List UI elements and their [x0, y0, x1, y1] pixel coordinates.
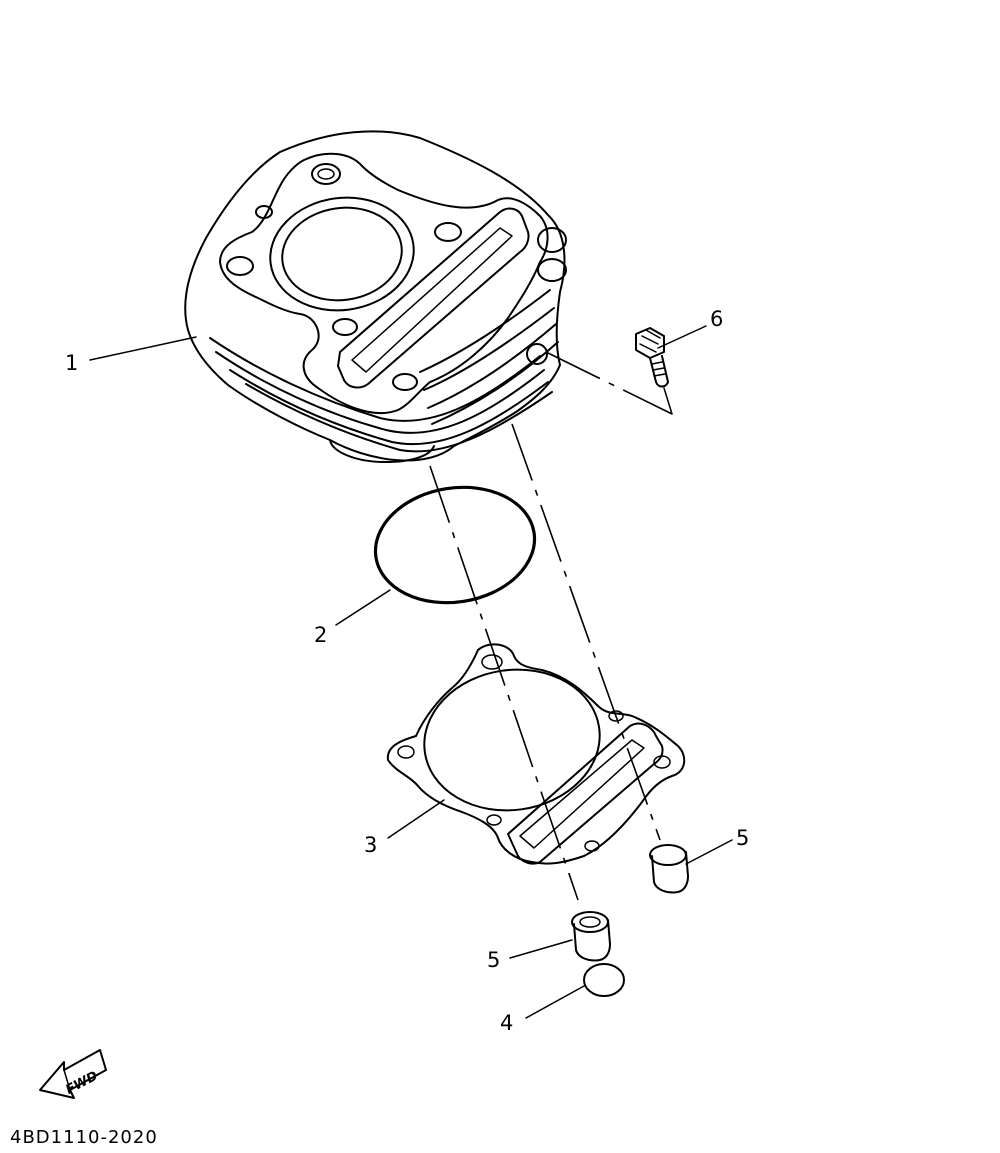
dowel-pin-part-a: [571, 911, 611, 962]
fwd-arrow-icon: FWD: [39, 1049, 107, 1099]
o-ring-part: [373, 485, 537, 605]
bolt-part: [635, 327, 669, 388]
callout-5b-label: 5: [736, 826, 749, 850]
callout-1-label: 1: [65, 351, 78, 375]
callout-4-label: 4: [500, 1011, 513, 1035]
plug-part: [583, 963, 625, 997]
callout-3-label: 3: [364, 833, 377, 857]
leader-lines: [89, 325, 733, 1019]
base-gasket-part: [386, 643, 686, 865]
callout-5a-label: 5: [487, 948, 500, 972]
dowel-pin-part-b: [649, 844, 689, 894]
callout-6-label: 6: [710, 307, 723, 331]
diagram-code: 4BD1110-2020: [10, 1127, 158, 1148]
cylinder-part: [184, 130, 567, 463]
alignment-lines: [429, 351, 673, 901]
callout-2-label: 2: [314, 623, 327, 647]
fwd-label: FWD: [63, 1069, 100, 1098]
